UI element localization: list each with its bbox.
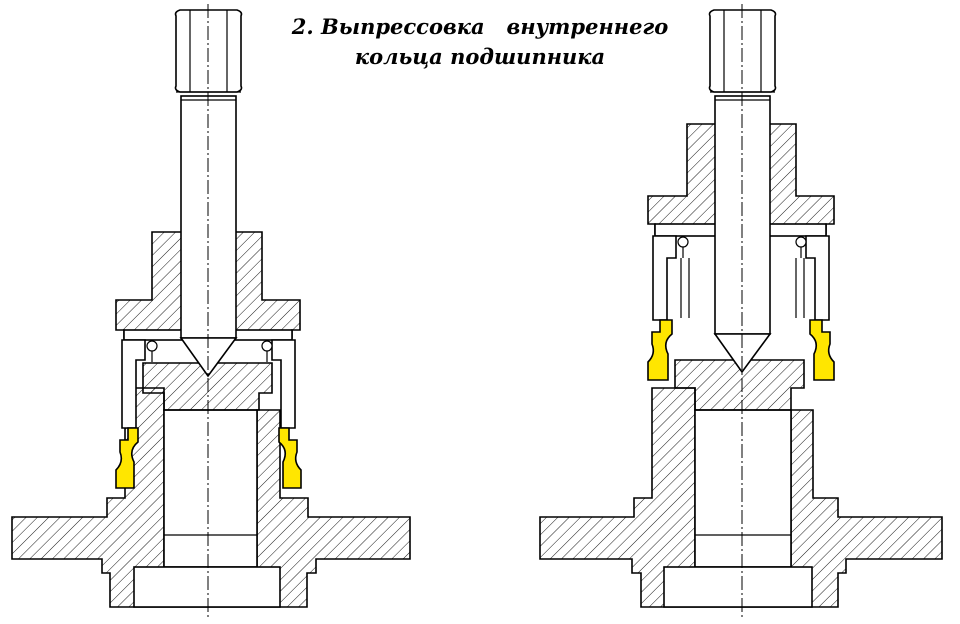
right-bearing-ring-right	[809, 319, 835, 381]
right-press-plate	[674, 359, 805, 411]
left-hub-bottom-recess	[133, 566, 281, 608]
right-finger-left	[652, 235, 677, 321]
right-hub-section	[539, 387, 943, 608]
left-bearing-ring-right	[278, 427, 302, 489]
left-bearing-ring-left	[115, 427, 139, 489]
drawing-title-line-1: 2. Выпрессовка внутреннего	[291, 14, 669, 39]
right-hub-bore	[694, 409, 792, 568]
drawing-title-line-2: кольца подшипника	[354, 44, 606, 69]
right-hub-bottom-recess	[663, 566, 813, 608]
left-hub-bore	[163, 409, 258, 568]
left-finger-left	[121, 339, 146, 429]
right-assembly	[539, 4, 943, 620]
left-assembly	[11, 4, 411, 620]
right-bearing-ring-left	[647, 319, 673, 381]
right-finger-right	[805, 235, 830, 321]
